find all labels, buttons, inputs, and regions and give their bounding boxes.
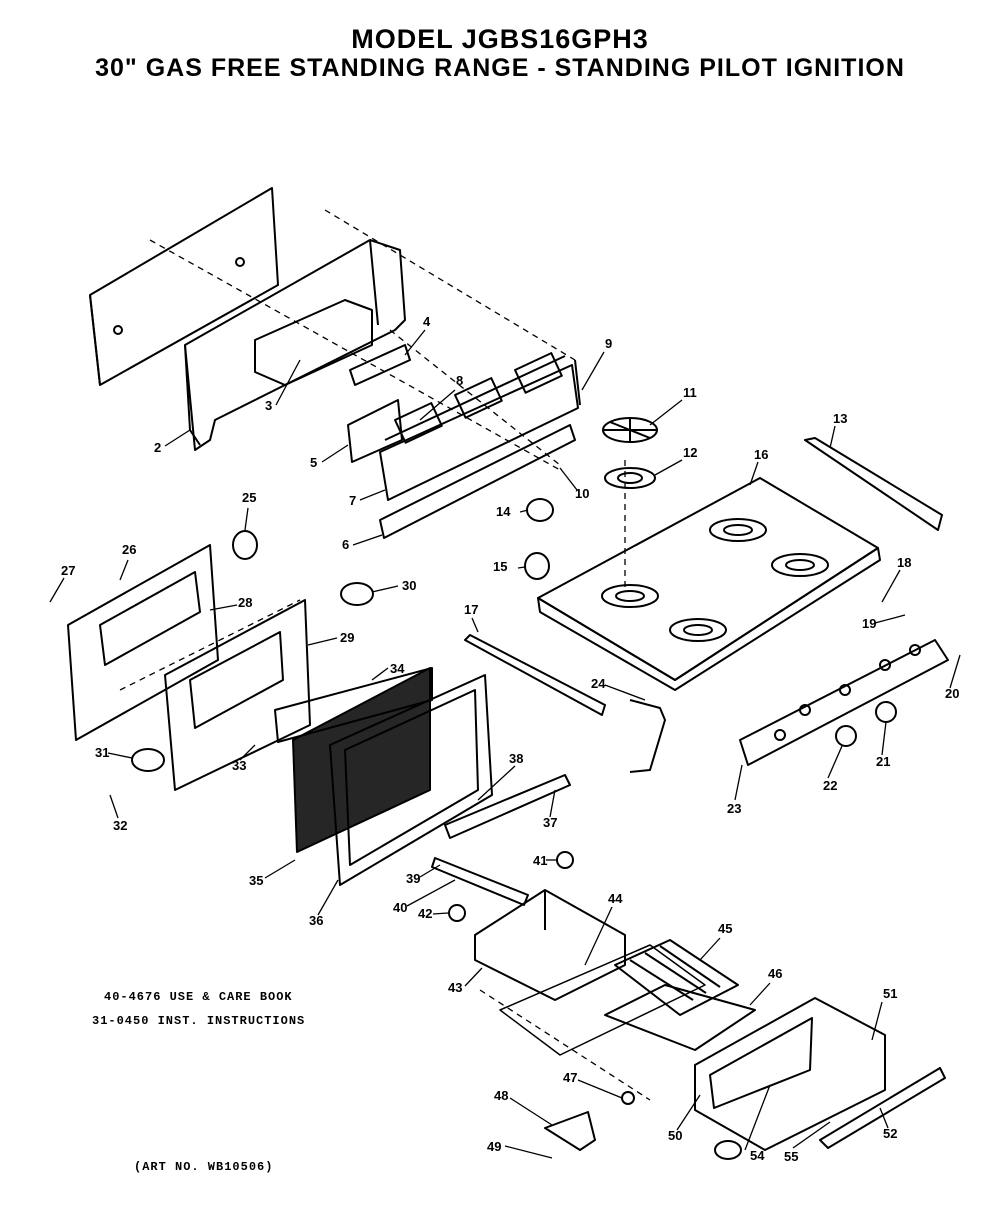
callout-36: 36 [309, 913, 323, 928]
control-panel [739, 639, 949, 766]
back-panel [89, 187, 279, 386]
burner-cap-15 [524, 552, 550, 580]
backsplash-trim [379, 424, 576, 539]
callout-39: 39 [406, 871, 420, 886]
part-25 [232, 530, 258, 560]
broiler-grid [614, 939, 739, 1016]
burner-grate [602, 417, 658, 443]
callout-7: 7 [349, 493, 356, 508]
burner-cap-14 [526, 498, 554, 522]
cooktop [537, 477, 881, 691]
installation-instructions-note: 31-0450 INST. INSTRUCTIONS [92, 1014, 306, 1028]
knob-22 [835, 725, 857, 747]
callout-38: 38 [509, 751, 523, 766]
pilot-tubing [629, 699, 666, 773]
door-liner [164, 599, 311, 791]
part-30 [340, 582, 374, 606]
callout-13: 13 [833, 411, 847, 426]
front-strip [464, 634, 606, 716]
bracket-5 [347, 399, 403, 463]
drawer-rail [819, 1067, 946, 1149]
door-frame [329, 674, 493, 886]
part-42 [448, 904, 466, 922]
callout-21: 21 [876, 754, 890, 769]
callout-17: 17 [464, 602, 478, 617]
part-41 [556, 851, 574, 869]
callout-46: 46 [768, 966, 782, 981]
callout-9: 9 [605, 336, 612, 351]
broiler-pan [604, 984, 756, 1051]
callout-35: 35 [249, 873, 263, 888]
backsplash [379, 352, 579, 501]
callout-29: 29 [340, 630, 354, 645]
callout-34: 34 [390, 661, 405, 676]
leveling-leg [544, 1111, 596, 1151]
callout-33: 33 [232, 758, 246, 773]
callout-51: 51 [883, 986, 897, 1001]
callout-20: 20 [945, 686, 959, 701]
callout-22: 22 [823, 778, 837, 793]
diagram-title: MODEL JGBS16GPH3 [351, 24, 649, 54]
callout-47: 47 [563, 1070, 577, 1085]
use-care-book-note: 40-4676 USE & CARE BOOK [104, 990, 293, 1004]
broiler-drawer [474, 889, 626, 1001]
callout-4: 4 [423, 314, 431, 329]
callout-52: 52 [883, 1126, 897, 1141]
part-31 [131, 748, 165, 772]
callout-54: 54 [750, 1148, 765, 1163]
callout-6: 6 [342, 537, 349, 552]
bracket-4 [349, 344, 411, 386]
part-54 [714, 1140, 742, 1160]
hinge-channel [444, 774, 571, 839]
callout-8: 8 [456, 373, 463, 388]
callout-32: 32 [113, 818, 127, 833]
callout-14: 14 [496, 504, 511, 519]
end-cap [574, 359, 581, 406]
callout-19: 19 [862, 616, 876, 631]
callout-48: 48 [494, 1088, 508, 1103]
door-handle [431, 857, 529, 906]
callout-23: 23 [727, 801, 741, 816]
callout-45: 45 [718, 921, 732, 936]
oven-door-inner-panel [67, 544, 219, 741]
callout-25: 25 [242, 490, 256, 505]
callout-24: 24 [591, 676, 606, 691]
callout-49: 49 [487, 1139, 501, 1154]
callout-37: 37 [543, 815, 557, 830]
callout-10: 10 [575, 486, 589, 501]
callout-11: 11 [683, 385, 697, 400]
callout-42: 42 [418, 906, 432, 921]
callout-26: 26 [122, 542, 136, 557]
callout-3: 3 [265, 398, 272, 413]
part-47 [621, 1091, 635, 1105]
callout-31: 31 [95, 745, 109, 760]
callout-44: 44 [608, 891, 623, 906]
callout-40: 40 [393, 900, 407, 915]
callout-12: 12 [683, 445, 697, 460]
storage-drawer [694, 997, 886, 1151]
diagram-subtitle: 30" GAS FREE STANDING RANGE - STANDING P… [95, 54, 905, 82]
door-outer-panel [292, 667, 431, 853]
callout-18: 18 [897, 555, 911, 570]
callout-5: 5 [310, 455, 317, 470]
callout-55: 55 [784, 1149, 798, 1164]
callout-labels: 2 3 4 5 6 7 8 9 10 11 12 13 14 15 16 17 … [61, 314, 959, 1164]
art-number: (ART NO. WB10506) [134, 1160, 274, 1174]
burner-bowl [604, 467, 656, 489]
callout-2: 2 [154, 440, 161, 455]
callout-41: 41 [533, 853, 547, 868]
knob-21 [875, 701, 897, 723]
rear-rail [804, 437, 943, 531]
callout-50: 50 [668, 1128, 682, 1143]
callout-27: 27 [61, 563, 75, 578]
callout-43: 43 [448, 980, 462, 995]
callout-28: 28 [238, 595, 252, 610]
callout-30: 30 [402, 578, 416, 593]
callout-15: 15 [493, 559, 507, 574]
flue-box [254, 299, 373, 386]
callout-16: 16 [754, 447, 768, 462]
